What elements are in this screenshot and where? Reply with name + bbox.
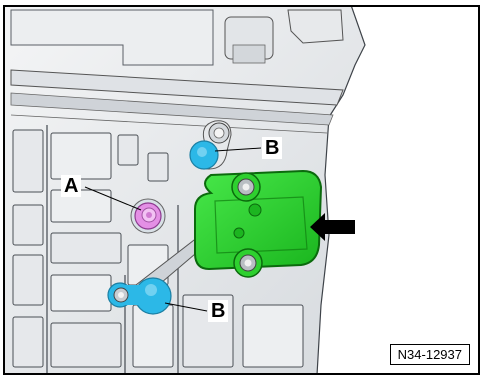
figure-reference-code: N34-12937 (389, 344, 470, 365)
callout-b-lower: B (208, 300, 229, 322)
cover-bolt-upper (231, 172, 261, 202)
left-pointing-arrow-icon (310, 213, 355, 241)
callout-b-upper: B (262, 137, 283, 159)
callout-a: A (61, 175, 82, 197)
green-cover (194, 169, 323, 271)
cover-bolt-lower (233, 248, 263, 278)
bolt-b-upper (189, 120, 232, 170)
engine-block-illustration (3, 5, 480, 375)
plug-a (130, 198, 166, 234)
leader-lines (84, 147, 262, 312)
bolt-b-lower (107, 277, 172, 315)
illustration-frame: A B B N34-12937 (3, 5, 480, 375)
